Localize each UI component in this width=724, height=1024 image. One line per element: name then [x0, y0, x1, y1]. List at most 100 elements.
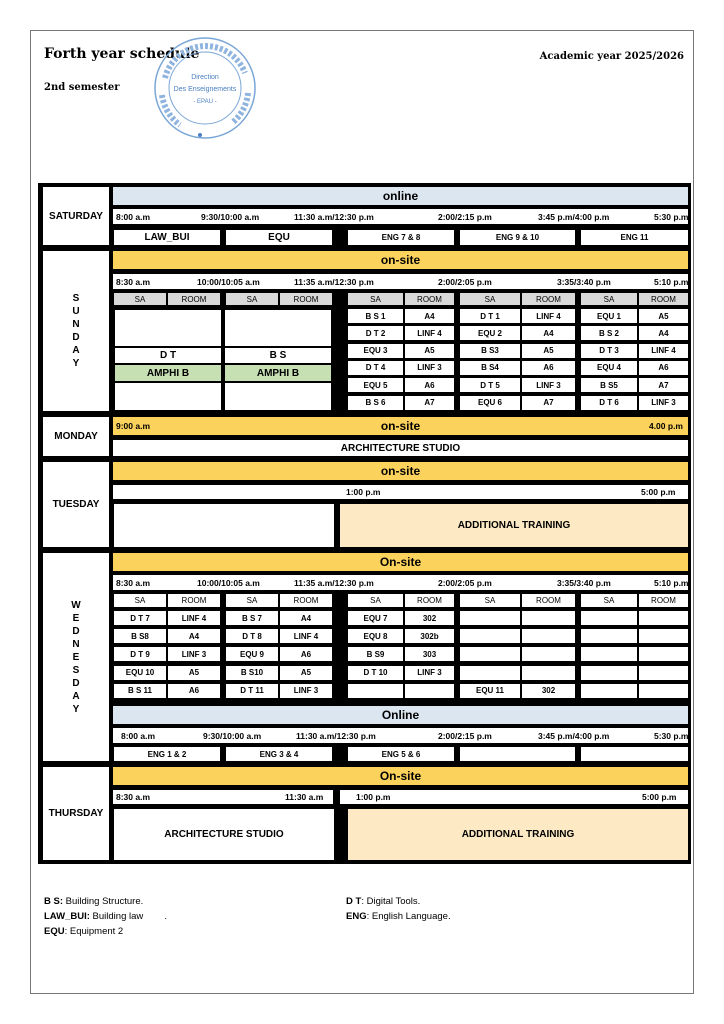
wed-grid-cell: LINF 3 [167, 646, 221, 663]
sun-hdr-sa-3: SA [347, 292, 404, 306]
wed-grid-cell: D T 9 [113, 646, 167, 663]
sat-course-3: ENG 7 & 8 [347, 229, 455, 246]
sun-grid-cell: A6 [404, 377, 455, 394]
wed-grid-cell: A4 [167, 628, 221, 645]
sun-blank-1 [114, 309, 222, 347]
stamp-line-1: Direction [191, 74, 219, 81]
wed-grid-cell [404, 682, 455, 699]
wed-grid-cell [638, 664, 689, 681]
sun-grid-cell: B S5 [580, 377, 638, 394]
sun-blank-2 [224, 309, 332, 347]
sun-grid-cell: D T 1 [459, 308, 521, 324]
wed-grid-cell: 302 [404, 610, 455, 626]
sat-course-1: LAW_BUI [113, 229, 221, 246]
wednesday-band-2: Online [112, 705, 689, 725]
sun-hdr-sa-4: SA [459, 292, 521, 306]
sun-grid-cell: LINF 4 [521, 308, 576, 324]
day-tuesday: TUESDAY [42, 461, 110, 548]
wed-grid-cell: B S9 [347, 646, 404, 663]
wed-grid-cell: A6 [279, 646, 333, 663]
wed-eng-4 [459, 746, 576, 762]
sun-grid-cell: A4 [404, 308, 455, 324]
sun-grid-cell: A7 [638, 377, 689, 394]
monday-band: 9:00 a.m on-site 4.00 p.m [112, 416, 689, 436]
sun-hdr-room-1: ROOM [167, 292, 221, 306]
wed-hdr-room-2: ROOM [279, 593, 333, 608]
wed-grid-cell: LINF 3 [404, 664, 455, 681]
sat-time-4: 2:00/2:15 p.m [438, 211, 492, 222]
sun-grid-cell: EQU 5 [347, 377, 404, 394]
sun-grid-cell: D T 2 [347, 325, 404, 342]
sun-grid-cell: A7 [404, 394, 455, 411]
wed-grid-cell [521, 664, 576, 681]
wed-grid-cell: EQU 10 [113, 664, 167, 681]
sun-grid-cell: A5 [638, 308, 689, 324]
wed-grid-cell [638, 682, 689, 699]
sun-grid-cell: A6 [521, 359, 576, 376]
wed-grid-cell: A5 [167, 664, 221, 681]
sun-hdr-room-5: ROOM [638, 292, 689, 306]
sun-grid-cell: A6 [638, 359, 689, 376]
legend-law: LAW_BUI: Building law . [44, 911, 168, 922]
monday-activity: ARCHITECTURE STUDIO [112, 439, 689, 457]
sat-course-4: ENG 9 & 10 [459, 229, 576, 246]
wed-grid-cell: EQU 11 [459, 682, 521, 699]
sun-grid-cell: A5 [521, 342, 576, 359]
sat-time-3: 11:30 a.m/12:30 p.m [294, 211, 374, 222]
wed-grid-cell [521, 628, 576, 645]
sun-hdr-sa-2: SA [225, 292, 279, 306]
day-saturday: SATURDAY [42, 186, 110, 246]
monday-start: 9:00 a.m [116, 421, 151, 431]
wed-hdr-sa-4: SA [459, 593, 521, 608]
wednesday-times: 8:30 a.m 10:00/10:05 a.m 11:35 a.m/12:30… [112, 574, 689, 591]
legend-bs: B S: Building Structure. [44, 896, 144, 907]
wed-grid-cell [459, 646, 521, 663]
wed-grid-cell: D T 8 [225, 628, 279, 645]
wed-grid-cell: D T 7 [113, 610, 167, 626]
wed-grid-cell [459, 628, 521, 645]
wed-grid-cell: A4 [279, 610, 333, 626]
stamp-line-2: Des Enseignements [174, 86, 237, 93]
wed-eng-1: ENG 1 & 2 [113, 746, 221, 762]
wed-hdr-room-5: ROOM [638, 593, 689, 608]
monday-end: 4.00 p.m [648, 421, 683, 431]
wed-grid-cell [580, 682, 638, 699]
wed-grid-cell: B S 7 [225, 610, 279, 626]
wed-grid-cell: 302 [521, 682, 576, 699]
wed-grid-cell: LINF 4 [167, 610, 221, 626]
wed-hdr-sa-1: SA [113, 593, 167, 608]
sun-hdr-room-3: ROOM [404, 292, 455, 306]
wed-hdr-room-4: ROOM [521, 593, 576, 608]
stamp-seal: Direction Des Enseignements - EPAU - [154, 37, 256, 139]
sun-grid-cell: A4 [638, 325, 689, 342]
sun-grid-cell: A4 [521, 325, 576, 342]
wed-hdr-room-3: ROOM [404, 593, 455, 608]
sun-grid-cell: B S 6 [347, 394, 404, 411]
page-title: Forth year schedule [44, 46, 200, 62]
sun-grid-cell: A7 [521, 394, 576, 411]
legend-eng: ENG: English Language. [346, 911, 451, 922]
sun-grid-cell: D T 4 [347, 359, 404, 376]
sun-hdr-room-2: ROOM [279, 292, 333, 306]
sat-time-1: 8:00 a.m [116, 211, 151, 222]
wed-eng-5 [580, 746, 689, 762]
sun-left-course-2: B S [224, 347, 332, 364]
sun-grid-cell: B S4 [459, 359, 521, 376]
sun-grid-cell: LINF 4 [638, 342, 689, 359]
wed-grid-cell: 303 [404, 646, 455, 663]
wednesday-times-2: 8:00 a.m 9:30/10:00 a.m 11:30 a.m/12:30 … [112, 727, 689, 744]
wed-eng-2: ENG 3 & 4 [225, 746, 333, 762]
sunday-band: on-site [112, 250, 689, 270]
wed-grid-cell [580, 664, 638, 681]
sun-blank-3 [114, 382, 222, 411]
day-thursday: THURSDAY [42, 766, 110, 861]
tuesday-band: on-site [112, 461, 689, 481]
sun-hdr-sa-1: SA [113, 292, 167, 306]
page-frame [30, 30, 694, 994]
saturday-times: 8:00 a.m 9:30/10:00 a.m 11:30 a.m/12:30 … [112, 208, 689, 225]
sun-grid-cell: B S3 [459, 342, 521, 359]
wed-eng-3: ENG 5 & 6 [347, 746, 455, 762]
sat-time-6: 5:30 p.m [654, 211, 689, 222]
